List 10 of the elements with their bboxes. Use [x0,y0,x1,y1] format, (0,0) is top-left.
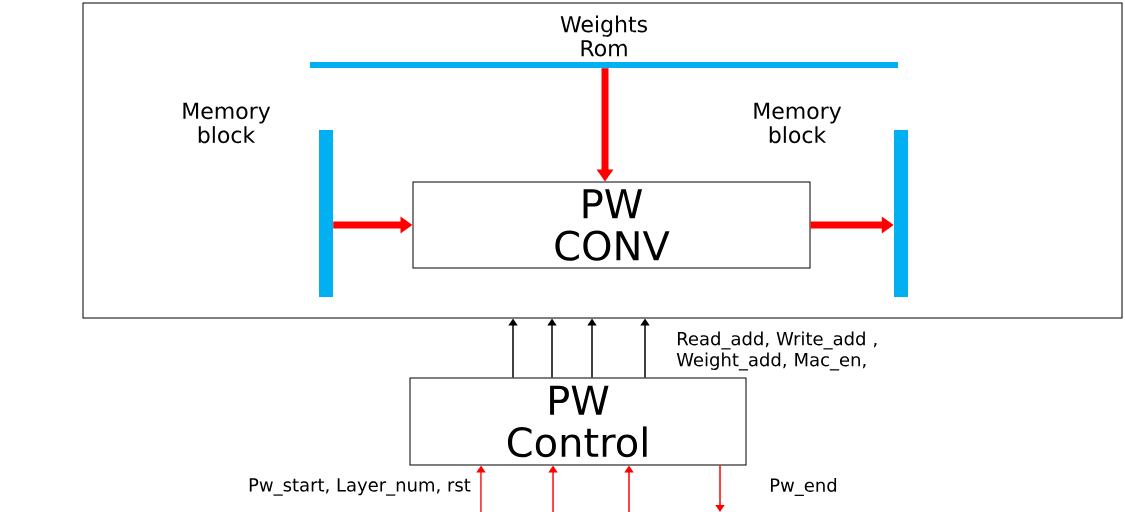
bar-label: Weights Rom [560,15,647,57]
bar-label: Memory block [754,102,842,144]
arrow [715,464,725,512]
signal-label: Pw_end [771,478,837,496]
outer-frame [82,2,1123,319]
signal-label: Read_add, Write_add , Weight_add, Mac_en, [676,331,877,371]
signal-label: Pw_start, Layer_num, rst [249,478,471,496]
bar-label: Memory block [183,102,271,144]
process-box: PW CONV [412,181,811,269]
process-box: PW Control [409,377,747,466]
